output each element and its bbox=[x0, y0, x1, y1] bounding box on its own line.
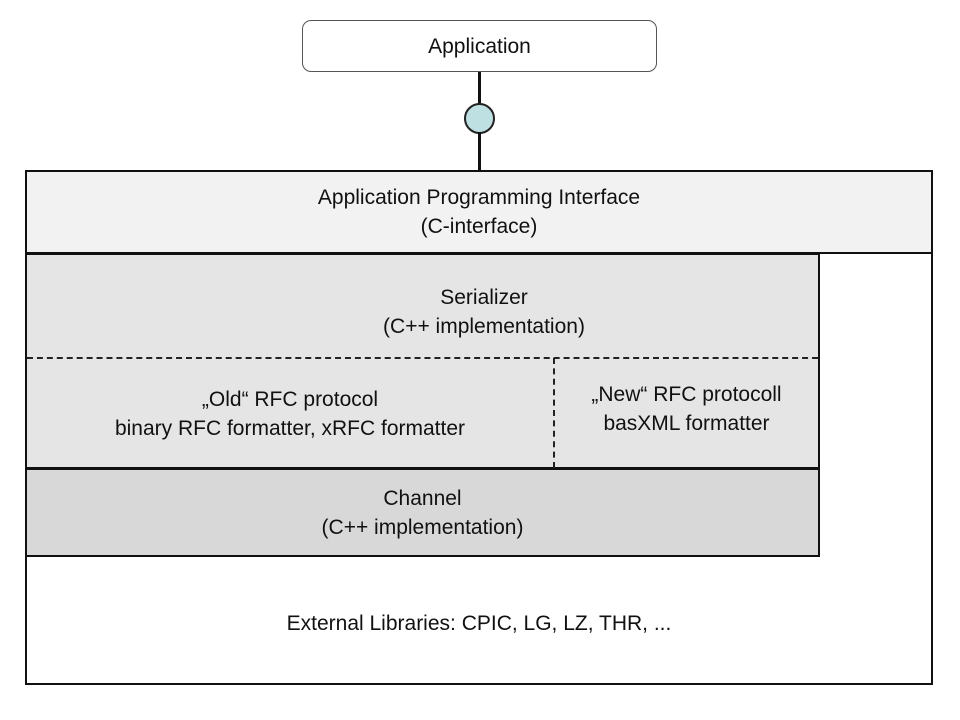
connector-line-upper bbox=[478, 72, 481, 104]
new-rfc-protocol-block: „New“ RFC protocoll basXML formatter bbox=[555, 360, 818, 458]
serializer-title-block: Serializer (C++ implementation) bbox=[25, 282, 943, 342]
channel-subtitle: (C++ implementation) bbox=[321, 515, 524, 539]
serializer-title: Serializer bbox=[440, 286, 528, 309]
external-libraries-label: External Libraries: CPIC, LG, LZ, THR, .… bbox=[286, 611, 672, 635]
application-label: Application bbox=[428, 34, 531, 58]
api-layer: Application Programming Interface (C-int… bbox=[25, 170, 933, 254]
api-subtitle: (C-interface) bbox=[420, 215, 538, 238]
old-rfc-formatters: binary RFC formatter, xRFC formatter bbox=[114, 417, 466, 440]
new-rfc-title: „New“ RFC protocoll bbox=[591, 383, 782, 406]
interface-lollipop-circle bbox=[464, 103, 495, 134]
external-libraries-block: External Libraries: CPIC, LG, LZ, THR, .… bbox=[25, 595, 933, 651]
serializer-divider-horizontal bbox=[27, 357, 818, 359]
channel-title: Channel bbox=[383, 486, 462, 510]
serializer-divider-vertical bbox=[553, 358, 555, 468]
serializer-subtitle: (C++ implementation) bbox=[383, 315, 585, 338]
old-rfc-protocol-block: „Old“ RFC protocol binary RFC formatter,… bbox=[27, 360, 553, 468]
channel-layer: Channel (C++ implementation) bbox=[25, 468, 820, 557]
new-rfc-formatter: basXML formatter bbox=[603, 412, 770, 435]
api-title: Application Programming Interface bbox=[317, 186, 641, 209]
old-rfc-title: „Old“ RFC protocol bbox=[201, 388, 379, 411]
serializer-layer bbox=[25, 253, 820, 469]
connector-line-lower bbox=[478, 132, 481, 172]
application-box: Application bbox=[302, 20, 657, 72]
